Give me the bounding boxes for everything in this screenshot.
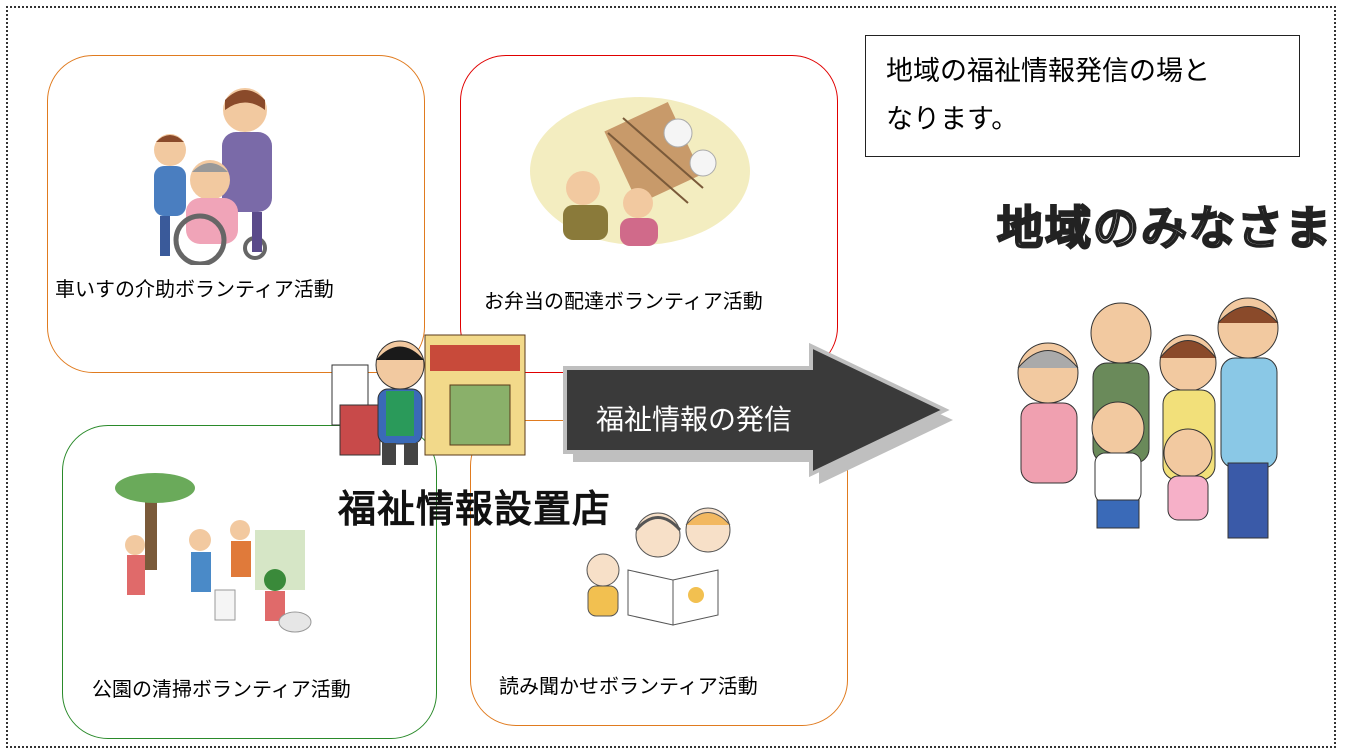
activity-label-bento: お弁当の配達ボランティア活動 [484, 289, 763, 313]
activity-label-cleaning: 公園の清掃ボランティア活動 [92, 677, 351, 701]
park-cleaning-illustration [115, 473, 312, 633]
activity-label-wheelchair: 車いすの介助ボランティア活動 [55, 277, 334, 301]
activity-card-cleaning [62, 425, 437, 739]
lunchbox-delivery-illustration [530, 97, 750, 246]
page-frame [6, 6, 1336, 748]
wheelchair-volunteer-illustration [154, 88, 272, 265]
shopkeeper-store-illustration [331, 334, 526, 465]
activity-label-reading: 読み聞かせボランティア活動 [499, 674, 758, 698]
info-broadcast-arrow [563, 342, 953, 484]
callout-line-1: 地域の福祉情報発信の場と [886, 56, 1210, 87]
arrow-label: 福祉情報の発信 [596, 403, 793, 436]
community-title: 地域のみなさま [996, 200, 1333, 256]
community-family-illustration [1017, 297, 1279, 539]
storytelling-illustration [586, 507, 731, 626]
callout-line-2: なります。 [886, 104, 1019, 135]
store-label: 福祉情報設置店 [338, 487, 612, 531]
callout-box: 地域の福祉情報発信の場と なります。 [865, 35, 1300, 157]
activity-card-reading [470, 420, 848, 726]
